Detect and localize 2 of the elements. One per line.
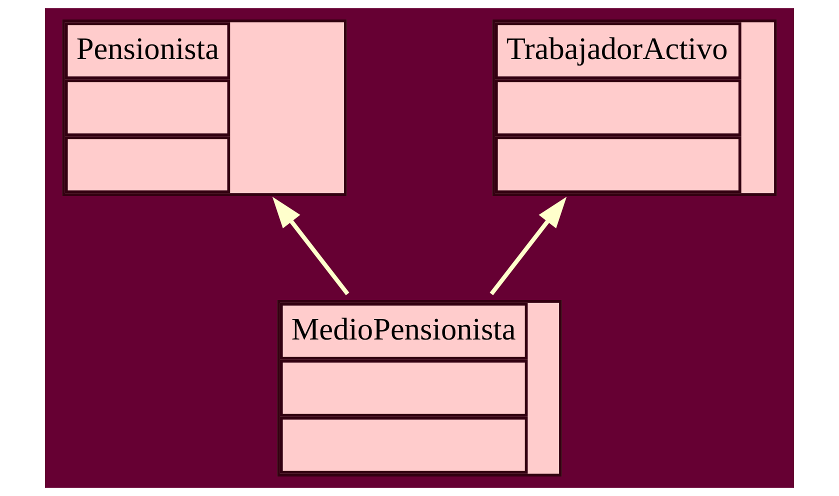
arrow [490,196,567,296]
arrow [272,196,350,296]
